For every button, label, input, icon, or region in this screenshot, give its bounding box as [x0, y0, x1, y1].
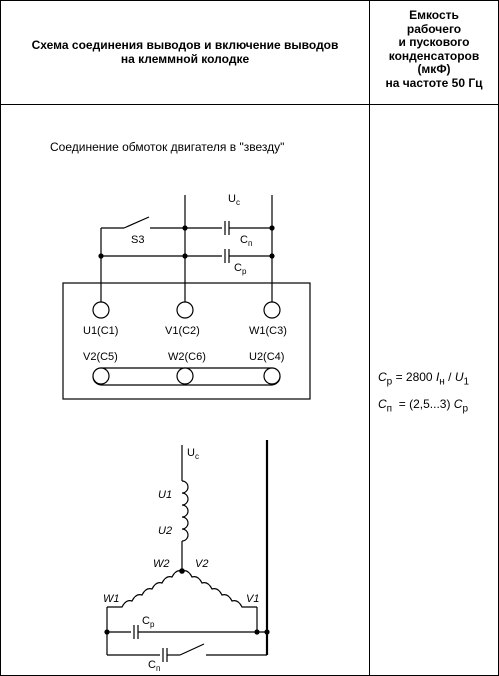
label-w2: W2 — [153, 558, 170, 570]
table-header-divider — [0, 104, 499, 105]
header-right-line: и пускового — [398, 35, 470, 49]
terminal-u1 — [92, 301, 110, 319]
junction-dot — [269, 225, 275, 231]
table-border-top — [0, 0, 499, 1]
label-cr-bottom: Cр — [142, 615, 155, 629]
label-u1c1: U1(C1) — [83, 325, 118, 337]
header-right: Емкость рабочего и пускового конденсатор… — [370, 8, 498, 90]
table-column-divider — [369, 0, 370, 676]
label-v1c2: V1(C2) — [165, 325, 200, 337]
winding-v — [181, 570, 257, 608]
header-right-line: конденсаторов — [388, 48, 480, 63]
header-left: Схема соединения выводов и включение выв… — [1, 38, 369, 66]
label-cp-top: Cп — [240, 234, 252, 248]
header-right-line: Емкость — [409, 8, 459, 22]
switch-s3-blade — [123, 216, 150, 229]
label-v1: V1 — [246, 593, 259, 605]
winding-w — [107, 570, 183, 608]
label-u2c4: U2(C4) — [249, 351, 284, 363]
terminal-v1 — [176, 301, 194, 319]
diagram-title: Соединение обмоток двигателя в "звезду" — [50, 140, 285, 154]
table-border-left — [0, 0, 1, 676]
header-right-line: на частоте 50 Гц — [385, 75, 483, 90]
junction-dot — [254, 629, 260, 635]
label-w1: W1 — [103, 593, 120, 605]
junction-dot — [269, 253, 275, 259]
switch-bottom-blade — [179, 643, 205, 656]
formula-cr: Cр = 2800 Iн / U1 — [378, 370, 470, 388]
label-w1c3: W1(C3) — [249, 325, 287, 337]
label-uc-bottom: Uc — [187, 447, 199, 461]
header-left-line1: Схема соединения выводов и включение выв… — [31, 38, 339, 52]
header-right-line: рабочего — [406, 21, 462, 36]
terminal-w1 — [263, 301, 281, 319]
label-cr-top: Cр — [234, 262, 247, 276]
terminal-u2 — [263, 367, 281, 385]
label-u2: U2 — [158, 525, 172, 537]
terminal-w2 — [176, 367, 194, 385]
label-u1: U1 — [158, 489, 172, 501]
label-v2: V2 — [195, 558, 208, 570]
header-left-line2: на клеммной колодке — [120, 52, 250, 66]
label-uc-top: Uc — [228, 193, 240, 207]
winding-u — [181, 480, 189, 542]
junction-dot — [182, 225, 188, 231]
header-right-line: (мкФ) — [417, 62, 451, 76]
label-w2c6: W2(C6) — [168, 351, 206, 363]
terminal-v2 — [92, 367, 110, 385]
wiring-diagram: Uc S3 Cп Cр U1(C1) V1(C2) W1(C3) V2(C5) … — [62, 193, 311, 673]
formula-cp: Cп = (2,5...3) Cр — [378, 397, 469, 415]
junction-dot — [182, 253, 188, 259]
label-s3: S3 — [131, 234, 144, 246]
junction-dot — [98, 253, 104, 259]
junction-dot — [264, 629, 270, 635]
label-v2c5: V2(C5) — [83, 351, 118, 363]
label-cp-bottom: Cп — [148, 659, 160, 673]
junction-dot — [104, 629, 110, 635]
